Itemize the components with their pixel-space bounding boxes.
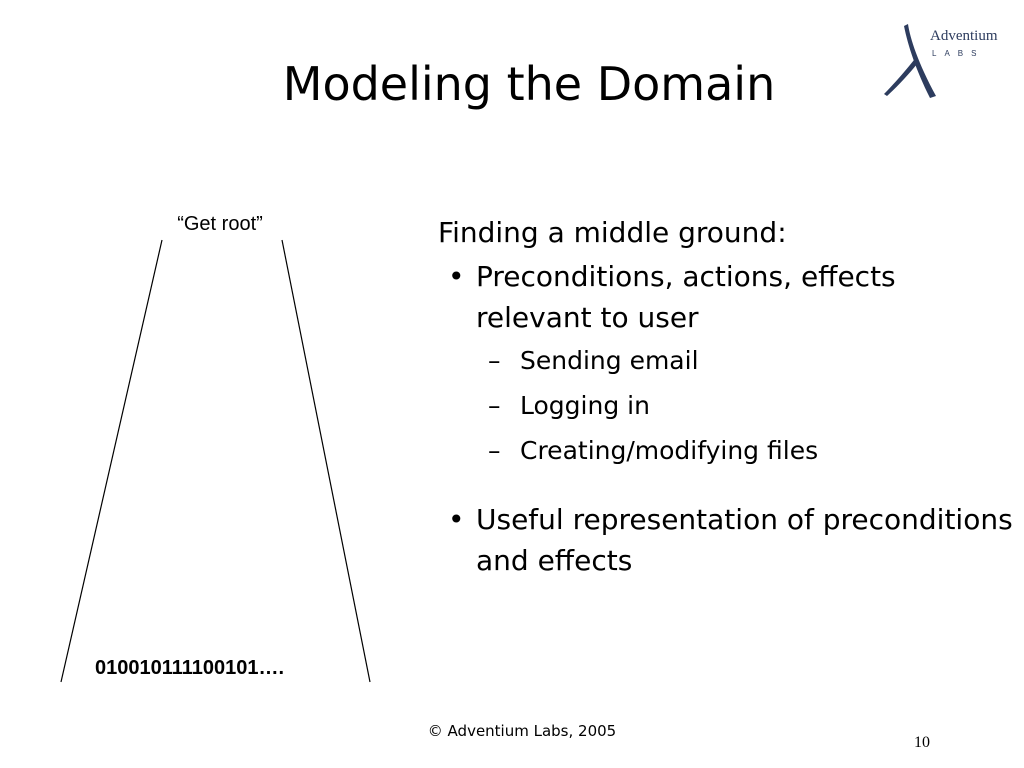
content-lead: Finding a middle ground: [438,216,787,249]
trapezoid-right-edge [281,239,371,683]
sub-bullet-item: – Sending email [438,338,1018,383]
sub-bullet-item: – Creating/modifying files [438,428,1018,473]
trapezoid-left-edge [60,239,163,683]
bullet-item: • Preconditions, actions, effects releva… [438,256,1018,338]
logo-wordmark: Adventium [930,28,998,44]
dash-icon: – [488,436,501,465]
trapezoid-diagram [60,239,371,683]
adventium-logo-mark-icon [884,24,936,98]
bullet-text: Useful representation of preconditions a… [476,503,1013,577]
sub-bullet-item: – Logging in [438,383,1018,428]
adventium-logo: Adventium LABS [878,18,1018,108]
sub-bullet-text: Sending email [520,346,699,375]
diagram-bottom-label: 010010111100101…. [95,657,285,679]
bullet-icon: • [448,503,465,536]
diagram-top-label: “Get root” [177,213,263,235]
bullet-text: Preconditions, actions, effects relevant… [476,260,896,334]
slide-title: Modeling the Domain [282,57,776,111]
sub-bullet-text: Logging in [520,391,650,420]
logo-subtext: LABS [932,49,985,58]
bullet-icon: • [448,260,465,293]
bullet-item: • Useful representation of preconditions… [438,499,1018,581]
sub-bullet-text: Creating/modifying files [520,436,819,465]
slide-content: Finding a middle ground: • Preconditions… [438,210,1018,581]
footer-copyright: © Adventium Labs, 2005 [427,722,617,740]
dash-icon: – [488,346,501,375]
dash-icon: – [488,391,501,420]
page-number: 10 [914,734,930,751]
